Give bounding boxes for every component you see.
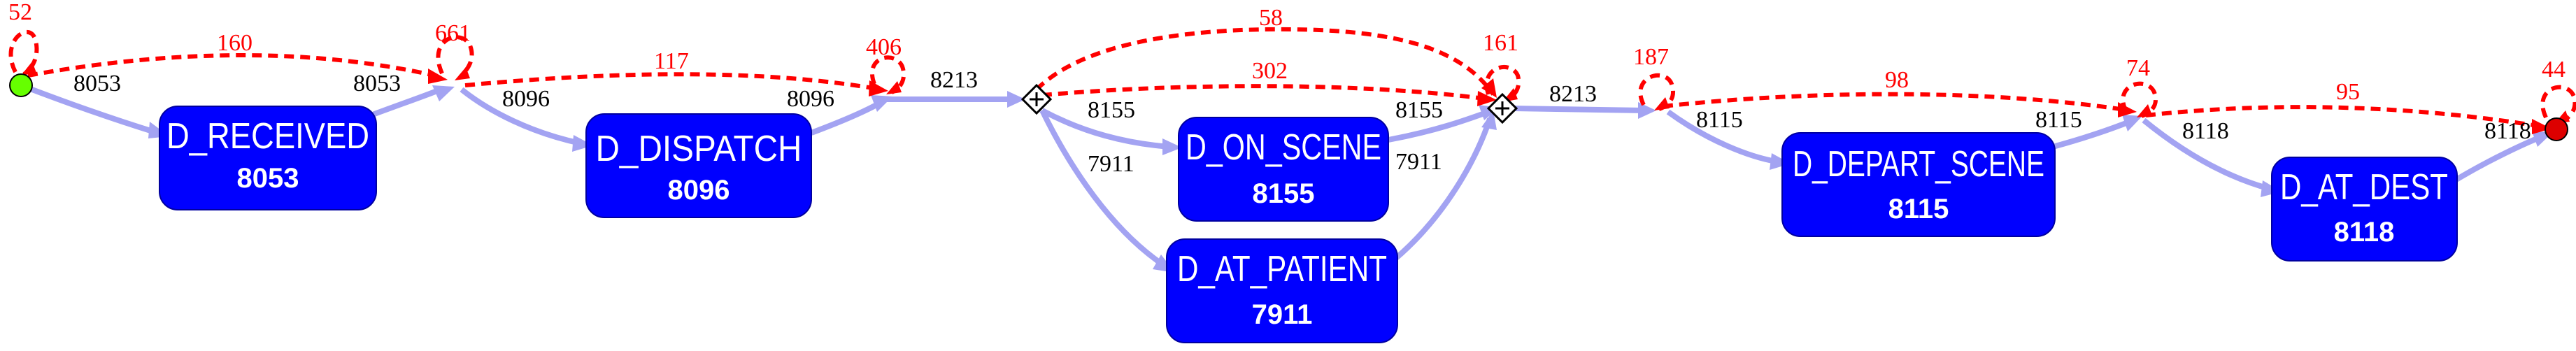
node-count: 8053 — [237, 163, 299, 194]
arrowhead — [2122, 115, 2142, 131]
edge-split-join-upper[interactable] — [1034, 27, 1495, 96]
loop-label: 74 — [2126, 55, 2150, 81]
node-count: 7911 — [1252, 299, 1313, 330]
arrowhead — [1654, 97, 1670, 110]
node-depart-scene[interactable]: D_DEPART_SCENE 8115 — [1781, 132, 2056, 237]
node-title: D_DISPATCH — [596, 129, 802, 169]
edge-p4-at-dest[interactable] — [2142, 117, 2271, 192]
dashed-arrowheads — [21, 62, 2570, 134]
node-dispatch[interactable]: D_DISPATCH 8096 — [585, 113, 812, 218]
node-count: 8118 — [2334, 217, 2395, 248]
edge-label: 8213 — [930, 67, 978, 93]
edge-label: 8053 — [73, 71, 121, 96]
loop-labels: 52 160 661 117 406 58 302 161 187 98 74 … — [8, 0, 2566, 105]
dashed-edges — [8, 27, 2576, 129]
self-loop-p2[interactable] — [870, 55, 906, 94]
loop-label: 160 — [217, 30, 252, 56]
arrowhead — [2118, 102, 2137, 117]
arrowhead — [886, 81, 902, 94]
arrowhead — [21, 62, 36, 76]
node-title: D_AT_PATIENT — [1177, 249, 1387, 289]
node-count: 8115 — [1888, 194, 1949, 224]
edge-start-received[interactable] — [20, 83, 159, 136]
edge-label: 8155 — [1088, 97, 1135, 123]
loop-label: 52 — [8, 0, 32, 25]
arrowhead — [2532, 119, 2552, 134]
start-circle-icon[interactable] — [9, 73, 33, 97]
arrowhead — [572, 135, 593, 152]
node-title: D_ON_SCENE — [1186, 127, 1381, 168]
loop-label: 406 — [866, 34, 902, 60]
edge-label: 7911 — [1088, 151, 1134, 177]
edge-split-join-lower[interactable] — [1041, 84, 1490, 101]
edge-p1-dispatch[interactable] — [460, 87, 581, 146]
edge-p1-p2[interactable] — [464, 72, 882, 92]
loop-label: 98 — [1885, 67, 1909, 93]
edge-start-p1[interactable] — [27, 53, 441, 79]
arrowhead — [869, 80, 888, 96]
arrowhead — [1481, 110, 1497, 130]
edge-label: 8213 — [1549, 81, 1597, 107]
arrowhead — [428, 69, 448, 84]
gateway-join[interactable] — [1486, 92, 1518, 124]
arrowhead — [1477, 91, 1497, 106]
node-on-scene[interactable]: D_ON_SCENE 8155 — [1178, 117, 1389, 222]
edge-label: 8115 — [2035, 107, 2082, 133]
node-received[interactable]: D_RECEIVED 8053 — [159, 106, 377, 210]
arrowhead — [1162, 138, 1182, 155]
self-loop-p1[interactable] — [436, 35, 474, 79]
node-title: D_AT_DEST — [2280, 167, 2448, 208]
edge-label: 8155 — [1395, 97, 1443, 123]
node-count: 8155 — [1253, 178, 1315, 209]
edge-label: 8053 — [353, 71, 401, 96]
edge-label: 7911 — [1395, 149, 1442, 175]
node-at-patient[interactable]: D_AT_PATIENT 7911 — [1166, 238, 1398, 343]
arrowhead — [432, 85, 455, 101]
loop-label: 117 — [654, 48, 689, 74]
loop-label: 161 — [1483, 30, 1518, 56]
flow-labels: 8053 8053 8096 8096 8213 8155 8155 7911 … — [73, 67, 2531, 177]
edge-split-at-patient[interactable] — [1039, 109, 1167, 268]
arrowhead — [2137, 104, 2152, 117]
loop-label: 302 — [1252, 58, 1288, 84]
edge-label: 8118 — [2182, 118, 2229, 144]
edge-join-p3[interactable] — [1512, 106, 1646, 113]
arrowhead — [455, 67, 470, 80]
loop-label: 187 — [1633, 44, 1669, 70]
self-loop-p4[interactable] — [2121, 81, 2158, 118]
node-at-dest[interactable]: D_AT_DEST 8118 — [2271, 157, 2458, 262]
edge-p4-end[interactable] — [2145, 105, 2547, 129]
edge-label: 8096 — [502, 86, 550, 112]
edge-received-p1[interactable] — [369, 87, 442, 118]
arrowhead — [1770, 153, 1791, 170]
loop-label: 95 — [2336, 79, 2360, 105]
loop-label: 44 — [2542, 57, 2566, 83]
edge-split-on-scene[interactable] — [1041, 108, 1170, 150]
arrowhead — [871, 95, 892, 112]
edge-label: 8096 — [787, 86, 834, 112]
gateway-split[interactable] — [1020, 83, 1053, 115]
arrowhead — [1481, 78, 1497, 98]
end-circle-icon[interactable] — [2545, 117, 2568, 141]
edge-p3-depart[interactable] — [1666, 109, 1781, 165]
edge-on-scene-join[interactable] — [1388, 109, 1490, 143]
edge-label: 8115 — [1696, 107, 1743, 133]
edge-label: 8118 — [2484, 118, 2531, 144]
edge-at-patient-join[interactable] — [1393, 117, 1493, 262]
self-loop-end[interactable] — [2540, 85, 2576, 124]
arrowhead — [1638, 102, 1656, 119]
edge-p3-p4[interactable] — [1663, 92, 2130, 113]
arrowhead — [1007, 91, 1025, 108]
self-loop-p3[interactable] — [1638, 73, 1675, 111]
loop-label: 661 — [435, 20, 471, 46]
node-count: 8096 — [668, 175, 730, 206]
loop-label: 58 — [1259, 5, 1283, 31]
node-title: D_DEPART_SCENE — [1793, 144, 2044, 185]
node-title: D_RECEIVED — [166, 116, 369, 157]
